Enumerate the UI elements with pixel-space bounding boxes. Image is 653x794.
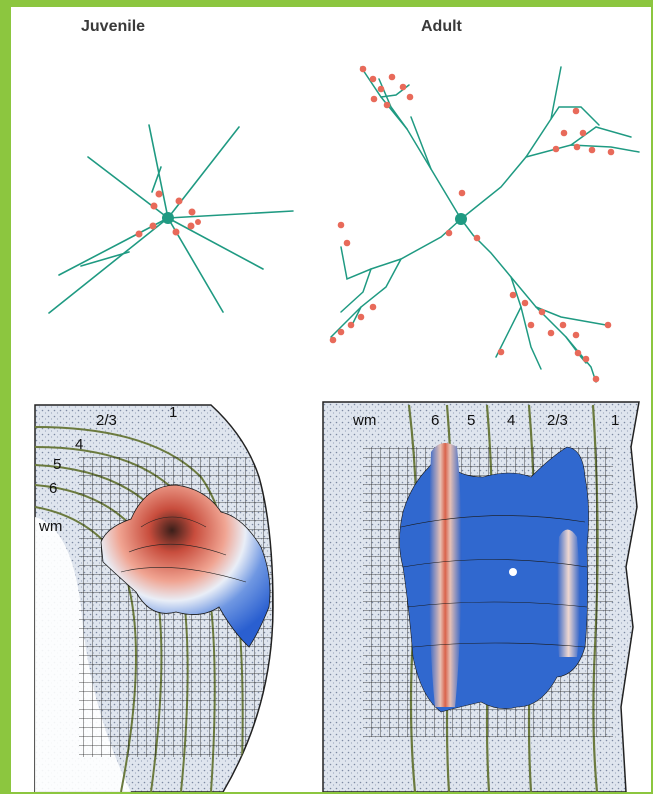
adult-layer-label-wm: wm (352, 412, 376, 429)
juvenile-layer-label-5: 5 (53, 456, 61, 473)
adult-layer-label-5: 5 (467, 412, 475, 429)
juvenile-layer-label-2-3: 2/3 (96, 412, 117, 429)
juvenile-layer-label-4: 4 (75, 436, 83, 453)
adult-layer-label-4: 4 (507, 412, 515, 429)
juvenile-layer-label-1: 1 (169, 404, 177, 421)
adult-neuron (331, 67, 639, 382)
adult-layer-label-2-3: 2/3 (547, 412, 568, 429)
adult-layer-label-6: 6 (431, 412, 439, 429)
juvenile-layer-label-6: 6 (49, 480, 57, 497)
adult-layer-label-1: 1 (611, 412, 619, 429)
adult-synapses (330, 66, 615, 383)
juvenile-map: 2/3 1 4 5 6 wm (35, 404, 277, 792)
adult-map: wm 6 5 4 2/3 1 (323, 402, 639, 792)
adult-soma (455, 213, 467, 225)
figure-panel: Juvenile Adult (11, 7, 651, 792)
juvenile-layer-label-wm: wm (38, 518, 62, 535)
figure-drawing: 2/3 1 4 5 6 wm wm 6 5 (11, 7, 651, 792)
adult-ridge-layer23 (557, 530, 580, 658)
adult-ridge-layer6 (429, 443, 462, 707)
juvenile-soma (162, 212, 174, 224)
